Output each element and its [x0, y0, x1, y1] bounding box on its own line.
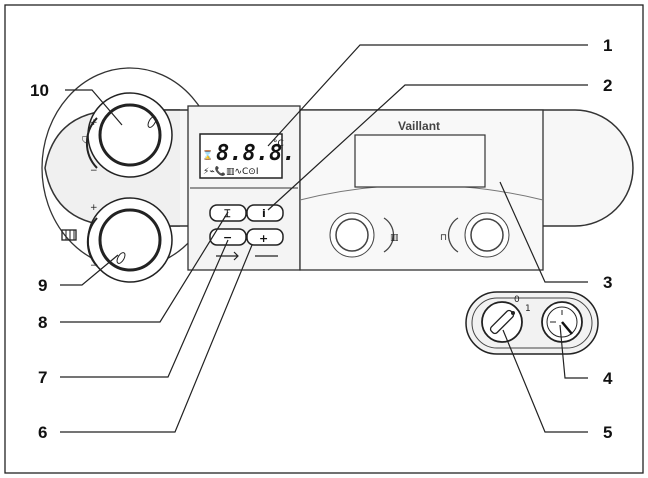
- cover-knob-right-scale: [447, 217, 459, 253]
- callout-6: 6: [38, 423, 47, 442]
- callout-3: 3: [603, 273, 612, 292]
- callout-5: 5: [603, 423, 612, 442]
- hot-water-knob[interactable]: [87, 92, 173, 178]
- callout-1: 1: [603, 36, 612, 55]
- lcd-unit: °C: [273, 139, 284, 149]
- lcd-status-icons: ⚡⌁📞▥∿C⊙I: [203, 165, 258, 177]
- leader-line-10: [65, 89, 123, 126]
- leader-line-4: [559, 324, 588, 379]
- cover-knob-right[interactable]: [464, 212, 510, 258]
- plus-button[interactable]: +: [246, 228, 284, 246]
- callout-8: 8: [38, 313, 47, 332]
- heating-knob[interactable]: [87, 197, 173, 283]
- leader-line-5: [502, 329, 588, 433]
- lcd-digits: 8.8.8.: [216, 141, 295, 166]
- info-icon: i: [262, 207, 266, 220]
- leader-line-9: [60, 254, 119, 286]
- hot-water-plus-mark: +: [90, 118, 98, 128]
- cover-knob-left[interactable]: [329, 212, 375, 258]
- callout-9: 9: [38, 276, 47, 295]
- minus-icon: −: [223, 231, 232, 244]
- main-switch-off-mark: 0: [514, 295, 520, 305]
- heating-plus-mark: +: [90, 203, 98, 213]
- hot-water-scale: [85, 117, 98, 169]
- leader-line-8: [60, 211, 229, 323]
- main-switch-on-mark: 1: [525, 304, 531, 314]
- pressure-gauge: [541, 301, 583, 343]
- lcd-display: [199, 133, 283, 179]
- tap-icon: ⛉: [82, 136, 89, 146]
- switch-gauge-housing-inner: [471, 297, 593, 349]
- callout-7: 7: [38, 368, 47, 387]
- cover-window: [354, 134, 486, 188]
- heating-minus-mark: −: [90, 261, 98, 271]
- info-button[interactable]: i: [246, 204, 284, 222]
- minus-button[interactable]: −: [209, 228, 247, 246]
- brand-logo: Vaillant: [398, 119, 440, 133]
- leader-line-1: [267, 44, 588, 147]
- hot-water-minus-mark: −: [90, 166, 98, 176]
- cover-radiator-icon: ▥: [390, 233, 399, 243]
- lcd-tap-icon: ⌛: [202, 149, 213, 161]
- leader-line-3: [499, 181, 588, 283]
- radiator-icon: [61, 229, 77, 241]
- plus-icon: +: [259, 232, 268, 245]
- scroll-arrow-icon: [216, 251, 239, 261]
- cover-knob-left-scale: [383, 217, 395, 253]
- leader-line-6: [60, 244, 253, 433]
- callout-4: 4: [603, 369, 613, 388]
- leader-line-7: [60, 239, 229, 378]
- cover-tap-icon: ⊓: [440, 233, 447, 243]
- callout-10: 10: [30, 81, 49, 100]
- leader-line-2: [267, 84, 588, 211]
- heating-scale: [86, 217, 98, 267]
- main-switch[interactable]: [481, 301, 523, 343]
- callout-2: 2: [603, 76, 612, 95]
